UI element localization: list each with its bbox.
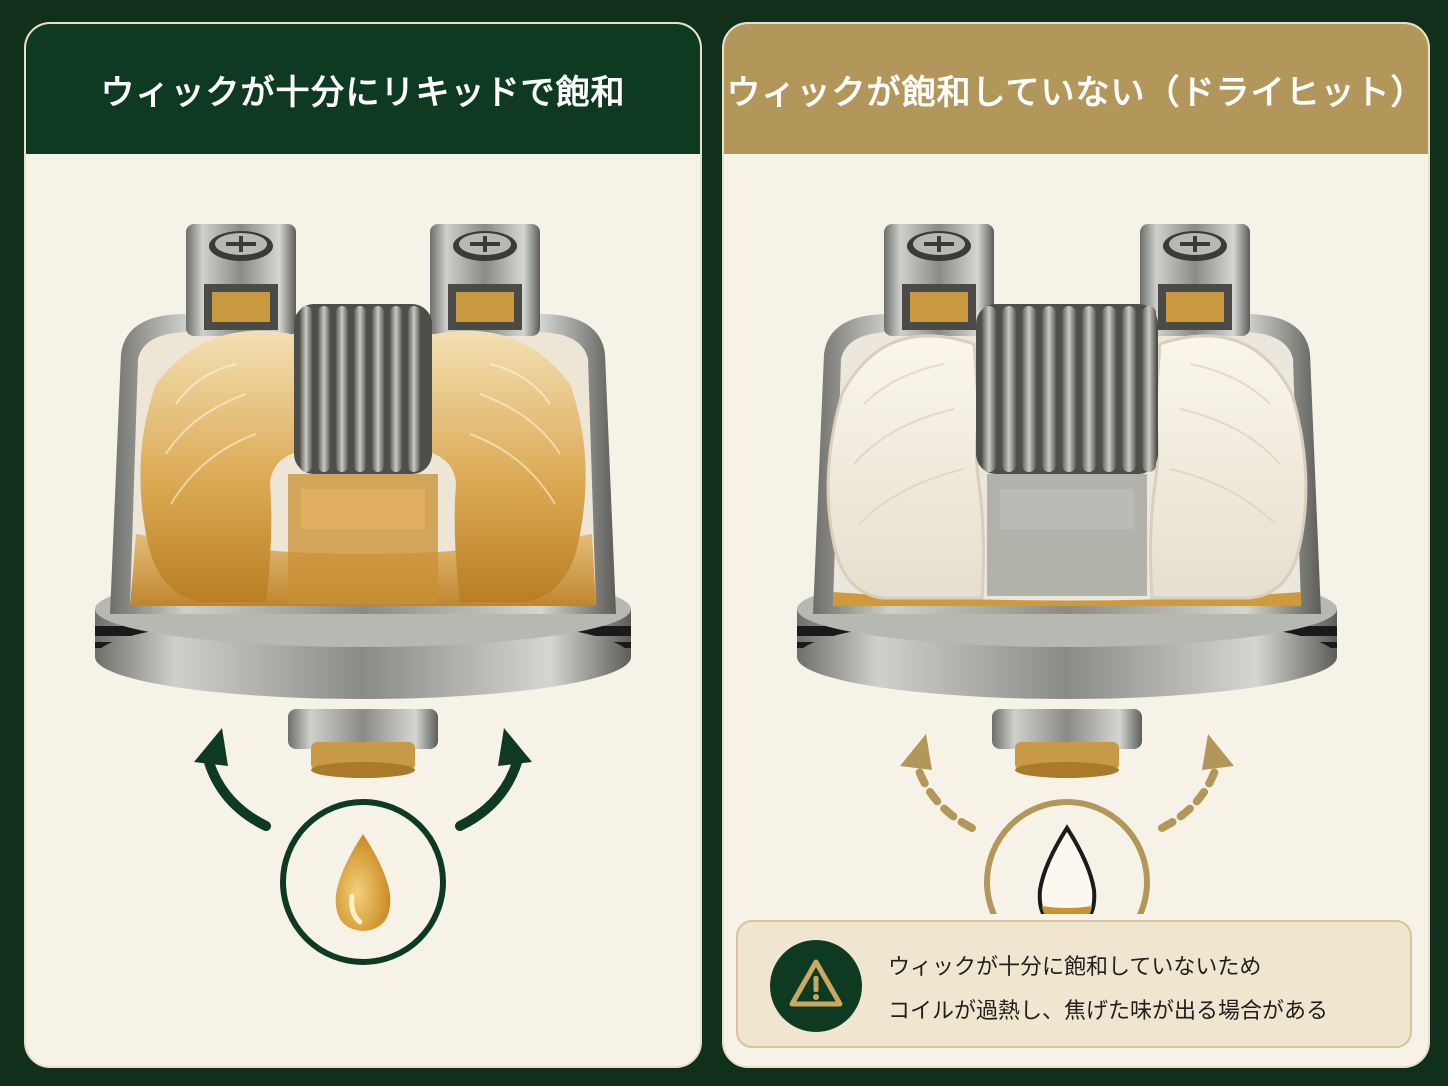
low-liquid-film bbox=[833, 592, 1301, 606]
warning-badge bbox=[770, 940, 862, 1032]
warning-line-1: ウィックが十分に飽和していないため bbox=[888, 955, 1262, 980]
warning-message: ウィックが十分に飽和していないため コイルが過熱し、焦げた味が出る場合がある bbox=[888, 946, 1398, 1034]
saturated-title: ウィックが十分にリキッドで飽和 bbox=[26, 24, 700, 154]
coil bbox=[294, 304, 432, 474]
liquid-drop-full-icon bbox=[335, 834, 391, 931]
saturated-deck-illustration bbox=[95, 224, 631, 965]
spread-arrow-icon bbox=[203, 754, 523, 831]
arrow-head-right bbox=[1202, 734, 1234, 770]
saturated-panel: ウィックが十分にリキッドで飽和 bbox=[24, 22, 702, 1068]
arrow-head-right bbox=[498, 728, 532, 766]
dry-deck-illustration bbox=[797, 224, 1337, 914]
arrow-head-left bbox=[194, 728, 228, 766]
dry-hit-title: ウィックが飽和していない（ドライヒット） bbox=[724, 24, 1428, 154]
wick-right-saturated bbox=[400, 330, 586, 602]
post-right bbox=[430, 224, 540, 336]
dashed-arrow-icon bbox=[912, 758, 1222, 832]
post-left bbox=[186, 224, 296, 336]
liquid-drop-low-icon bbox=[1037, 824, 1097, 914]
center-pin bbox=[288, 709, 438, 778]
wick-left-saturated bbox=[140, 330, 326, 602]
post-left bbox=[884, 224, 994, 336]
dry-hit-panel: ウィックが飽和していない（ドライヒット） bbox=[722, 22, 1430, 1068]
warning-box: ウィックが十分に飽和していないため コイルが過熱し、焦げた味が出る場合がある bbox=[736, 920, 1412, 1048]
arrow-head-left bbox=[900, 734, 932, 770]
center-pin bbox=[992, 709, 1142, 778]
warning-line-2: コイルが過熱し、焦げた味が出る場合がある bbox=[888, 999, 1329, 1024]
coil bbox=[976, 304, 1158, 474]
deck-base bbox=[797, 571, 1337, 699]
warning-icon bbox=[789, 959, 843, 1007]
deck-base bbox=[95, 571, 631, 699]
post-right bbox=[1140, 224, 1250, 336]
